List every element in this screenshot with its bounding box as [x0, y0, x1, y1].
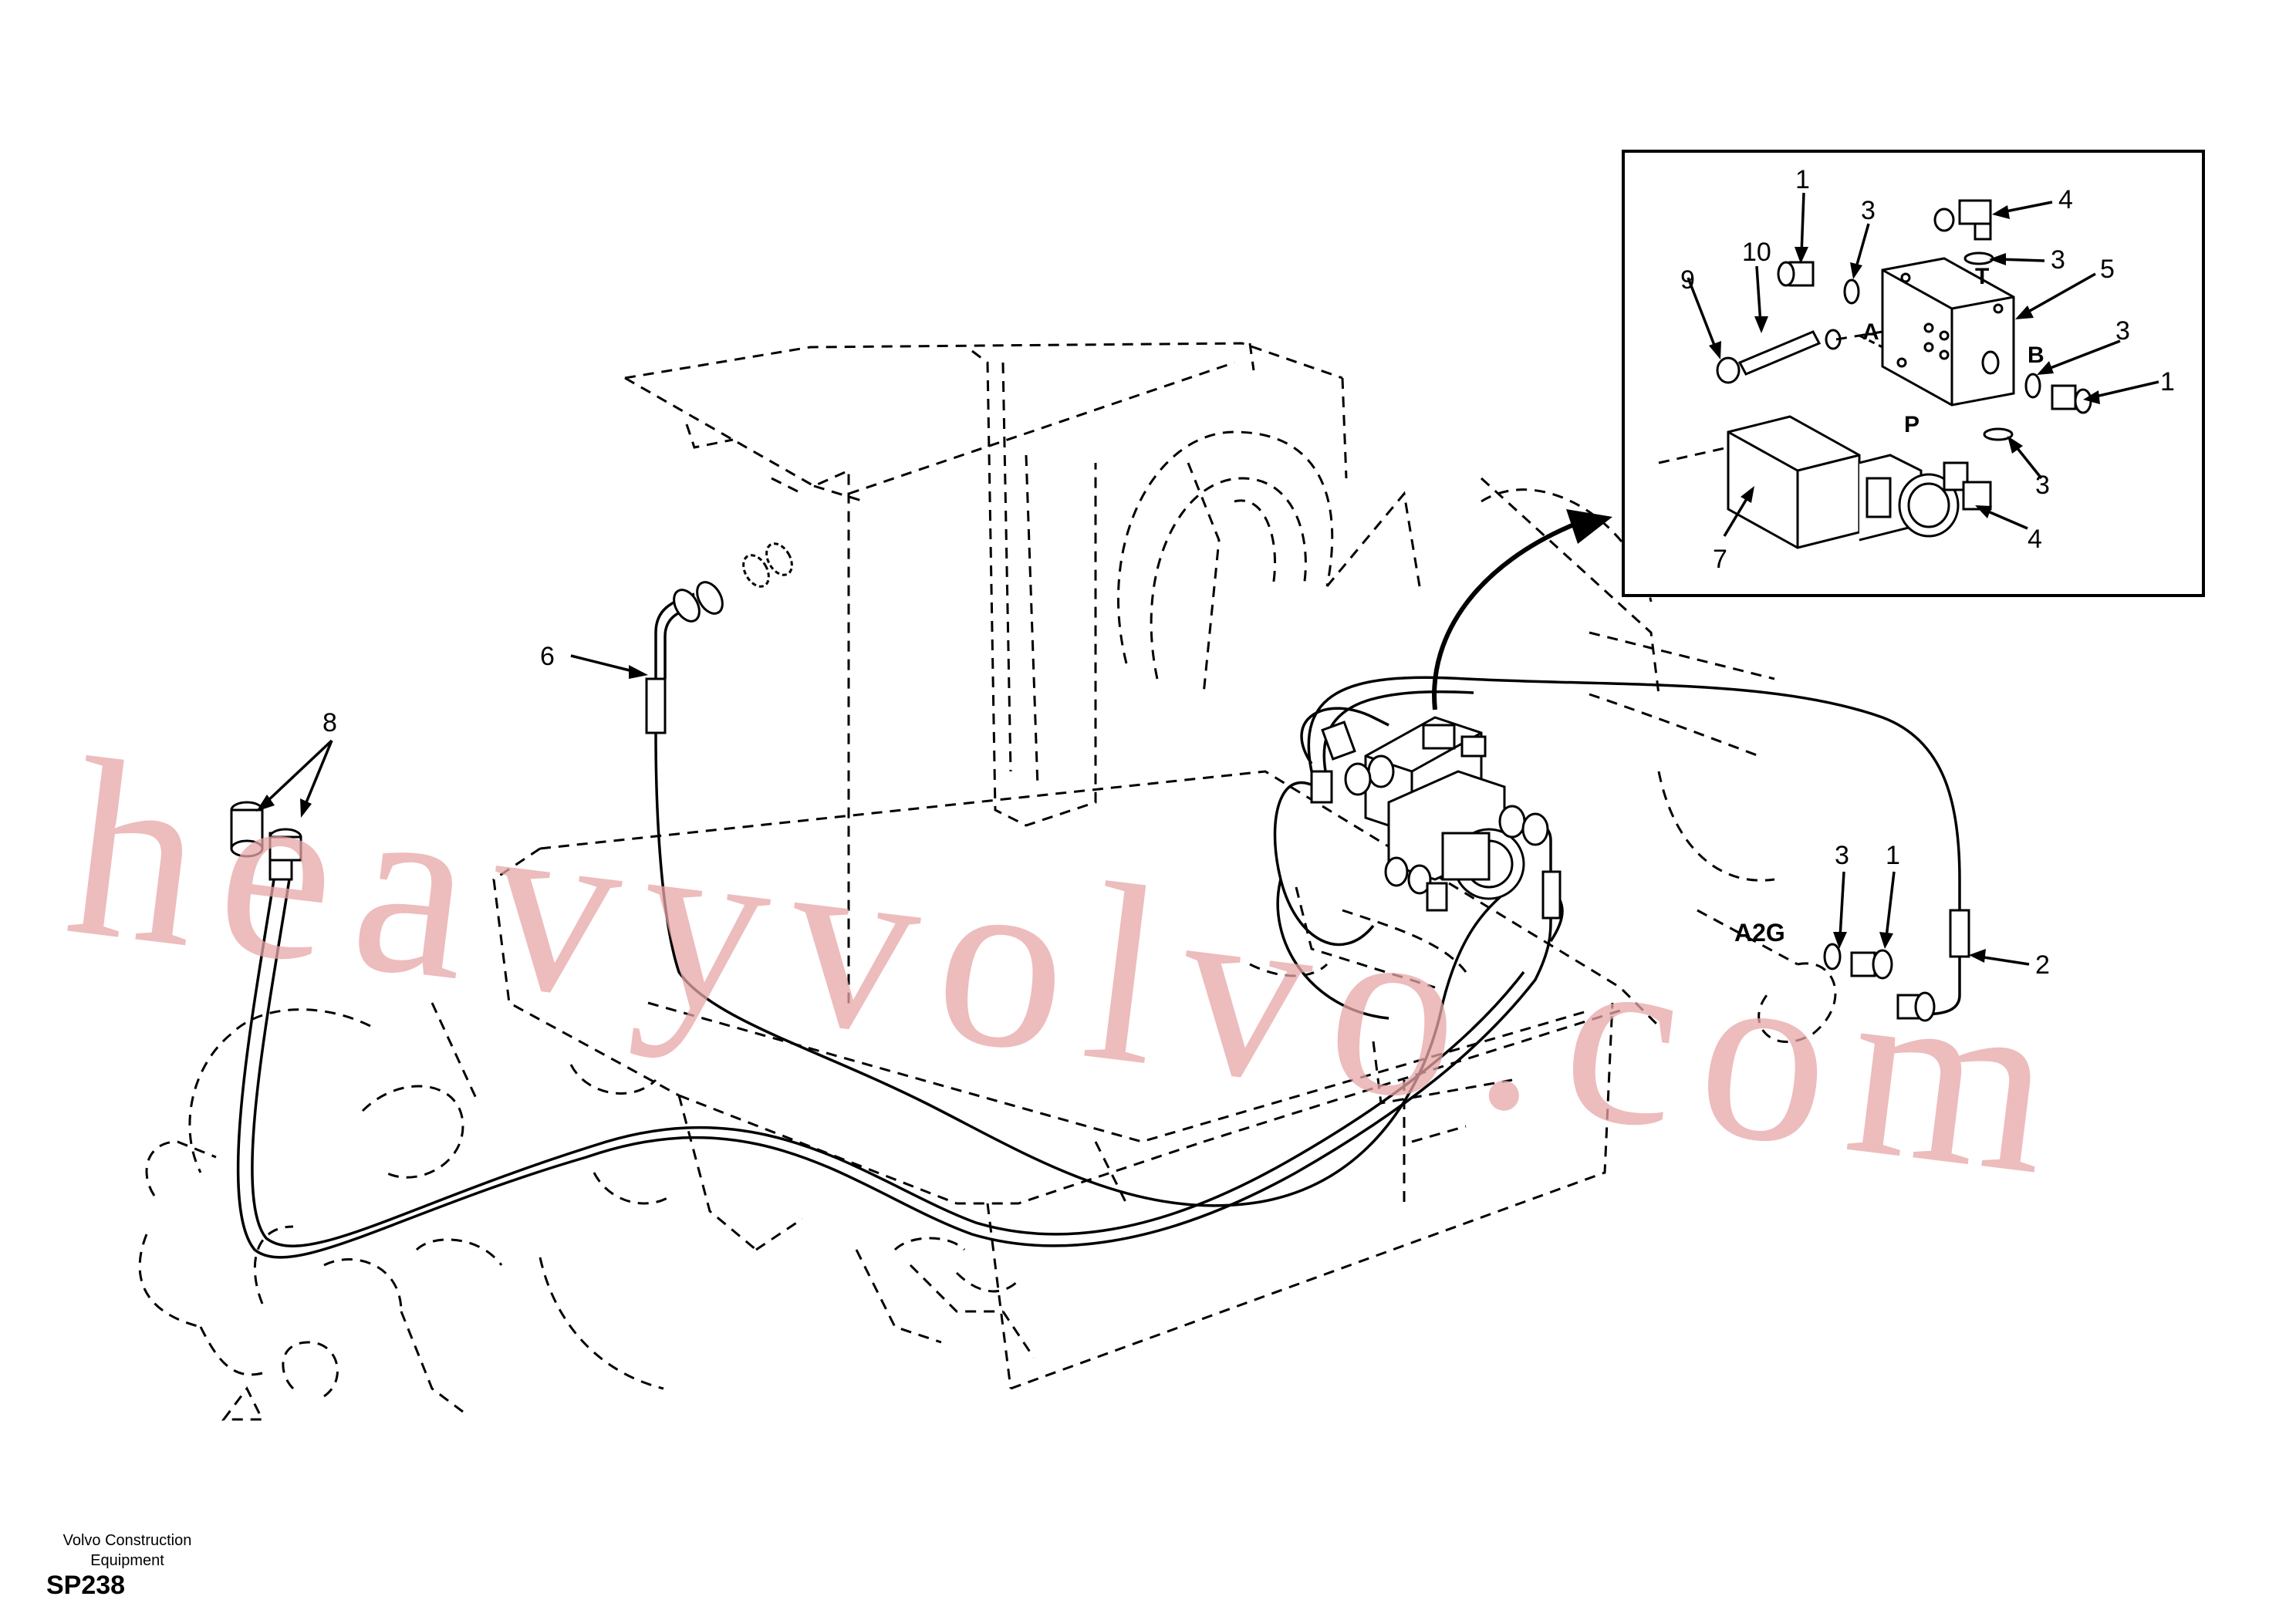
- drawing-code: SP238: [46, 1571, 126, 1600]
- callout-3-main: 3: [1835, 841, 1849, 870]
- port-label-b: B: [2028, 343, 2044, 368]
- footer-company-line1: Volvo Construction: [62, 1532, 192, 1549]
- detail-inset: [1622, 150, 2205, 597]
- detail-callout-7: 7: [1713, 545, 1727, 574]
- detail-callout-3-top: 3: [1861, 196, 1876, 225]
- detail-callout-10: 10: [1742, 238, 1771, 267]
- footer-company-line2: Equipment: [90, 1552, 164, 1569]
- detail-callout-3-b: 3: [2115, 316, 2130, 346]
- fitting-6-elbow: [673, 542, 793, 623]
- callout-2: 2: [2035, 950, 2050, 980]
- callout-8: 8: [322, 708, 337, 737]
- valve-assembly: [1310, 716, 1549, 912]
- footer-company: Volvo Construction Equipment: [31, 1531, 224, 1571]
- detail-arrow: [1432, 509, 1612, 710]
- detail-callout-9: 9: [1680, 265, 1695, 295]
- fitting-1-3-main: [1823, 943, 1936, 1022]
- detail-callout-3-t: 3: [2051, 245, 2065, 275]
- detail-callout-4-top: 4: [2058, 185, 2073, 214]
- port-label-t: T: [1975, 264, 1989, 289]
- port-label-p: P: [1904, 412, 1920, 437]
- callout-labels: 6 8 3 1 2 1 3 4 3 5 10 9 3 1 3 4 7 T A B…: [322, 165, 2175, 980]
- watermark-text: heavyvolvo.com: [56, 706, 2088, 1231]
- fitting-8: [230, 801, 302, 862]
- hydraulic-hoses: [236, 592, 1970, 1259]
- detail-callout-3-p: 3: [2035, 471, 2050, 500]
- callout-6: 6: [540, 642, 555, 671]
- port-label-a2g: A2G: [1734, 919, 1785, 947]
- detail-callout-4-bottom: 4: [2028, 525, 2042, 554]
- detail-callout-5: 5: [2100, 255, 2115, 284]
- detail-callout-1-top: 1: [1795, 165, 1810, 194]
- port-label-a: A: [1862, 319, 1879, 345]
- callout-1-main: 1: [1886, 841, 1900, 870]
- callout-leaders: [256, 192, 2159, 966]
- detail-callout-1-right: 1: [2160, 367, 2175, 397]
